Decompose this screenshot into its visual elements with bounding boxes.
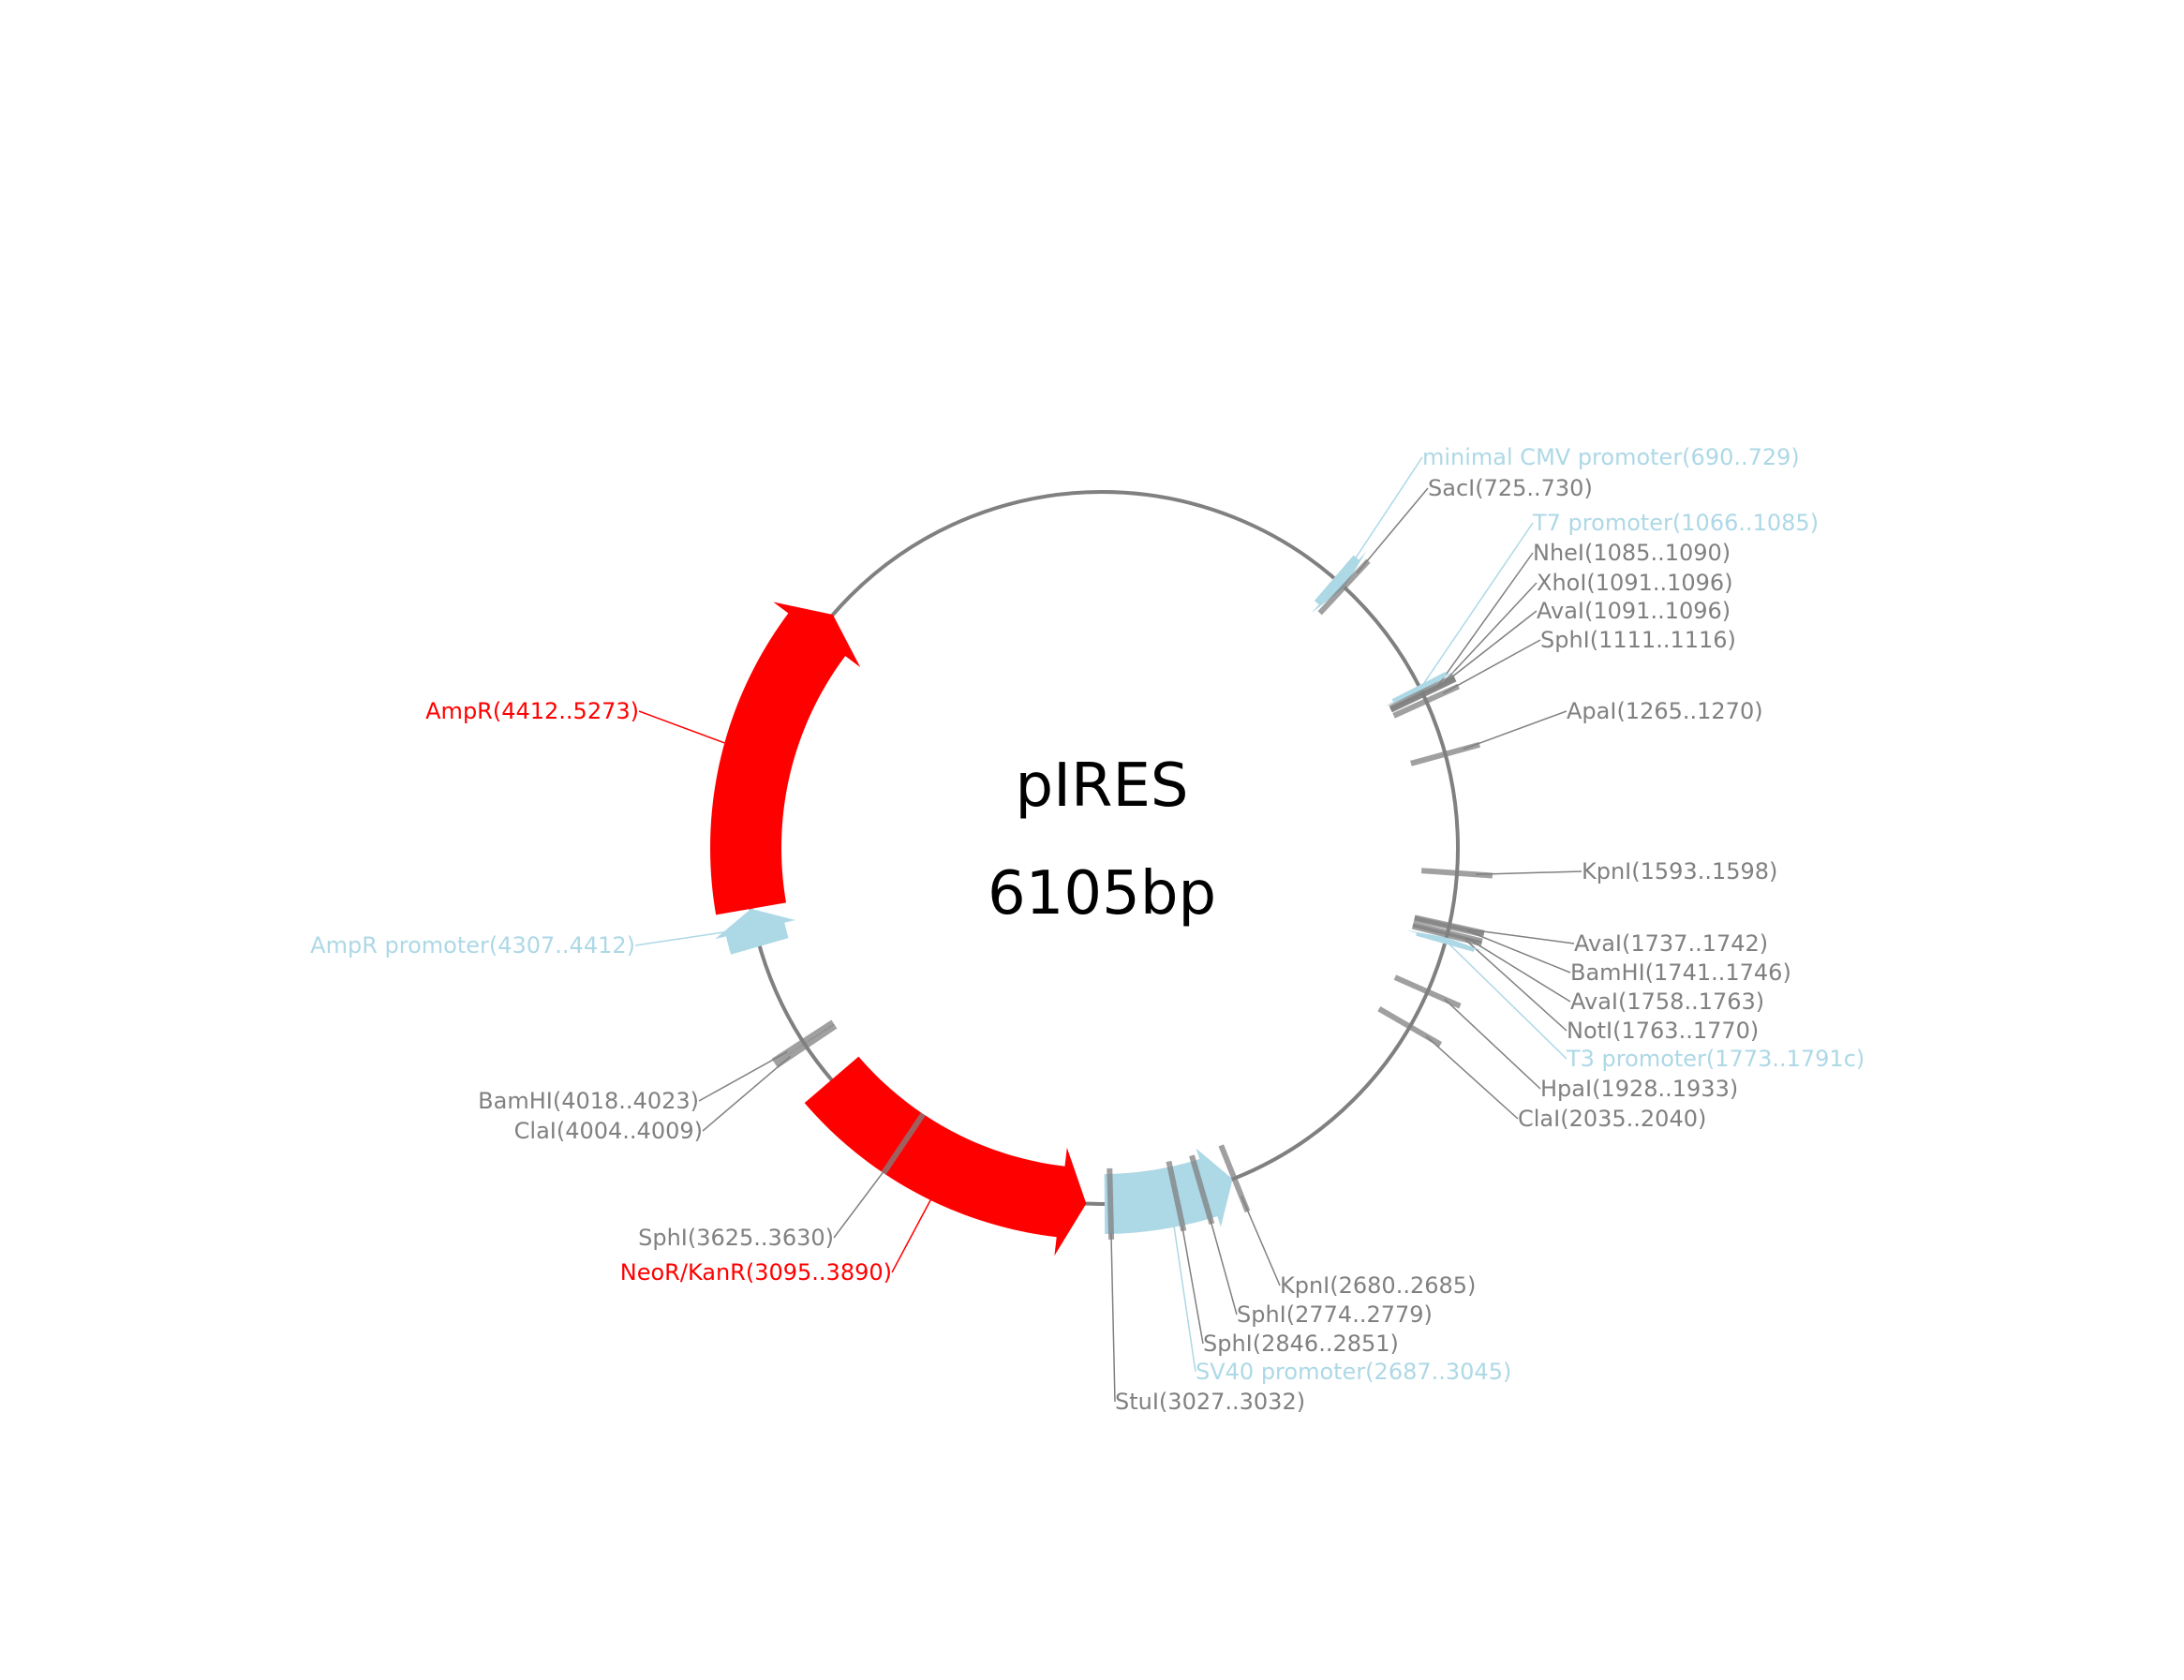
feature-t3-promoter [1405,929,1486,952]
label-clai-2035: ClaI(2035..2040) [1518,1106,1706,1132]
leader-kpni-1593 [1475,870,1582,876]
label-neor-kanr: NeoR/KanR(3095..3890) [620,1259,892,1286]
label-sphi-2846: SphI(2846..2851) [1203,1331,1399,1357]
site-tick-noti-1763 [1411,923,1483,947]
label-saci-725: SacI(725..730) [1428,475,1593,501]
leader-clai-4004 [702,1055,791,1132]
leader-hpai-1928 [1444,998,1541,1090]
leader-nhei-1085 [1438,552,1534,685]
leader-xhoi-1091 [1439,582,1538,688]
site-tick-bamhi-1741 [1413,915,1485,938]
leader-sphi-2774 [1206,1207,1238,1316]
label-sv40-promoter: SV40 promoter(2687..3045) [1196,1359,1511,1385]
leader-ampr [638,710,725,744]
site-tick-sphi-2846 [1166,1160,1187,1232]
site-tick-avai-1091 [1389,676,1457,713]
label-t7-promoter: T7 promoter(1066..1085) [1532,510,1819,536]
leader-sphi-1111 [1442,639,1541,694]
site-tick-hpai-1928 [1393,974,1462,1009]
label-minimal-cmv-promoter: minimal CMV promoter(690..729) [1422,444,1800,470]
label-sphi-2774: SphI(2774..2779) [1237,1301,1433,1328]
leader-noti-1763 [1464,939,1567,1032]
leader-t7-promoter [1419,522,1534,690]
site-tick-clai-4004 [774,1023,838,1068]
site-tick-sphi-1111 [1392,683,1460,719]
label-hpai-1928: HpaI(1928..1933) [1540,1076,1738,1102]
label-bamhi-1741: BamHI(1741..1746) [1570,959,1791,986]
label-kpni-2680: KpnI(2680..2685) [1280,1272,1476,1299]
feature-ampr [710,602,861,915]
leader-avai-1091 [1439,610,1538,688]
site-tick-kpni-2680 [1218,1144,1251,1213]
leader-t3-promoter [1445,940,1567,1060]
leader-clai-2035 [1425,1035,1519,1120]
restriction-site-ticks [771,558,1493,1240]
label-stui-3027: StuI(3027..3032) [1115,1389,1305,1415]
label-bamhi-4018: BamHI(4018..4023) [478,1088,699,1114]
plasmid-name: pIRES [1015,751,1188,821]
leader-sphi-2846 [1179,1214,1204,1345]
leader-avai-1737 [1467,929,1575,944]
label-avai-1091: AvaI(1091..1096) [1537,598,1731,624]
label-sphi-1111: SphI(1111..1116) [1540,627,1736,653]
label-xhoi-1091: XhoI(1091..1096) [1537,570,1733,596]
label-avai-1758: AvaI(1758..1763) [1570,989,1764,1015]
leader-avai-1758 [1465,936,1571,1003]
label-ampr: AmpR(4412..5273) [425,698,639,724]
feature-arrows [710,551,1486,1256]
leader-apai-1265 [1463,710,1567,751]
label-apai-1265: ApaI(1265..1270) [1567,698,1763,724]
leader-bamhi-1741 [1466,929,1571,974]
feature-minimal-cmv-promoter [1311,551,1367,614]
label-noti-1763: NotI(1763..1770) [1567,1018,1759,1044]
site-tick-bamhi-4018 [771,1019,835,1063]
label-kpni-1593: KpnI(1593..1598) [1582,858,1777,885]
label-t3-promoter: T3 promoter(1773..1791c) [1566,1046,1865,1072]
site-tick-stui-3027 [1107,1167,1115,1240]
feature-labels: minimal CMV promoter(690..729) T7 promote… [310,444,1865,1415]
label-nhei-1085: NheI(1085..1090) [1533,540,1731,566]
site-tick-sphi-3625 [881,1112,926,1175]
feature-ampr-promoter [715,908,795,955]
label-sphi-3625: SphI(3625..3630) [638,1225,834,1251]
feature-sv40-promoter [1104,1148,1233,1234]
label-clai-4004: ClaI(4004..4009) [514,1118,703,1144]
plasmid-size: 6105bp [988,859,1216,929]
leader-stui-3027 [1109,1222,1116,1403]
leader-neor-kanr [891,1199,931,1273]
feature-t7-promoter [1383,669,1457,707]
feature-neor-kanr [804,1056,1087,1256]
site-tick-sphi-2774 [1189,1154,1215,1226]
leader-saci-725 [1356,487,1429,574]
site-tick-kpni-1593 [1420,868,1493,879]
site-tick-saci-725 [1317,558,1371,616]
label-ampr-promoter: AmpR promoter(4307..4412) [310,932,635,959]
site-tick-clai-2035 [1377,1006,1443,1048]
label-avai-1737: AvaI(1737..1742) [1574,930,1768,957]
site-tick-apai-1265 [1410,741,1481,766]
